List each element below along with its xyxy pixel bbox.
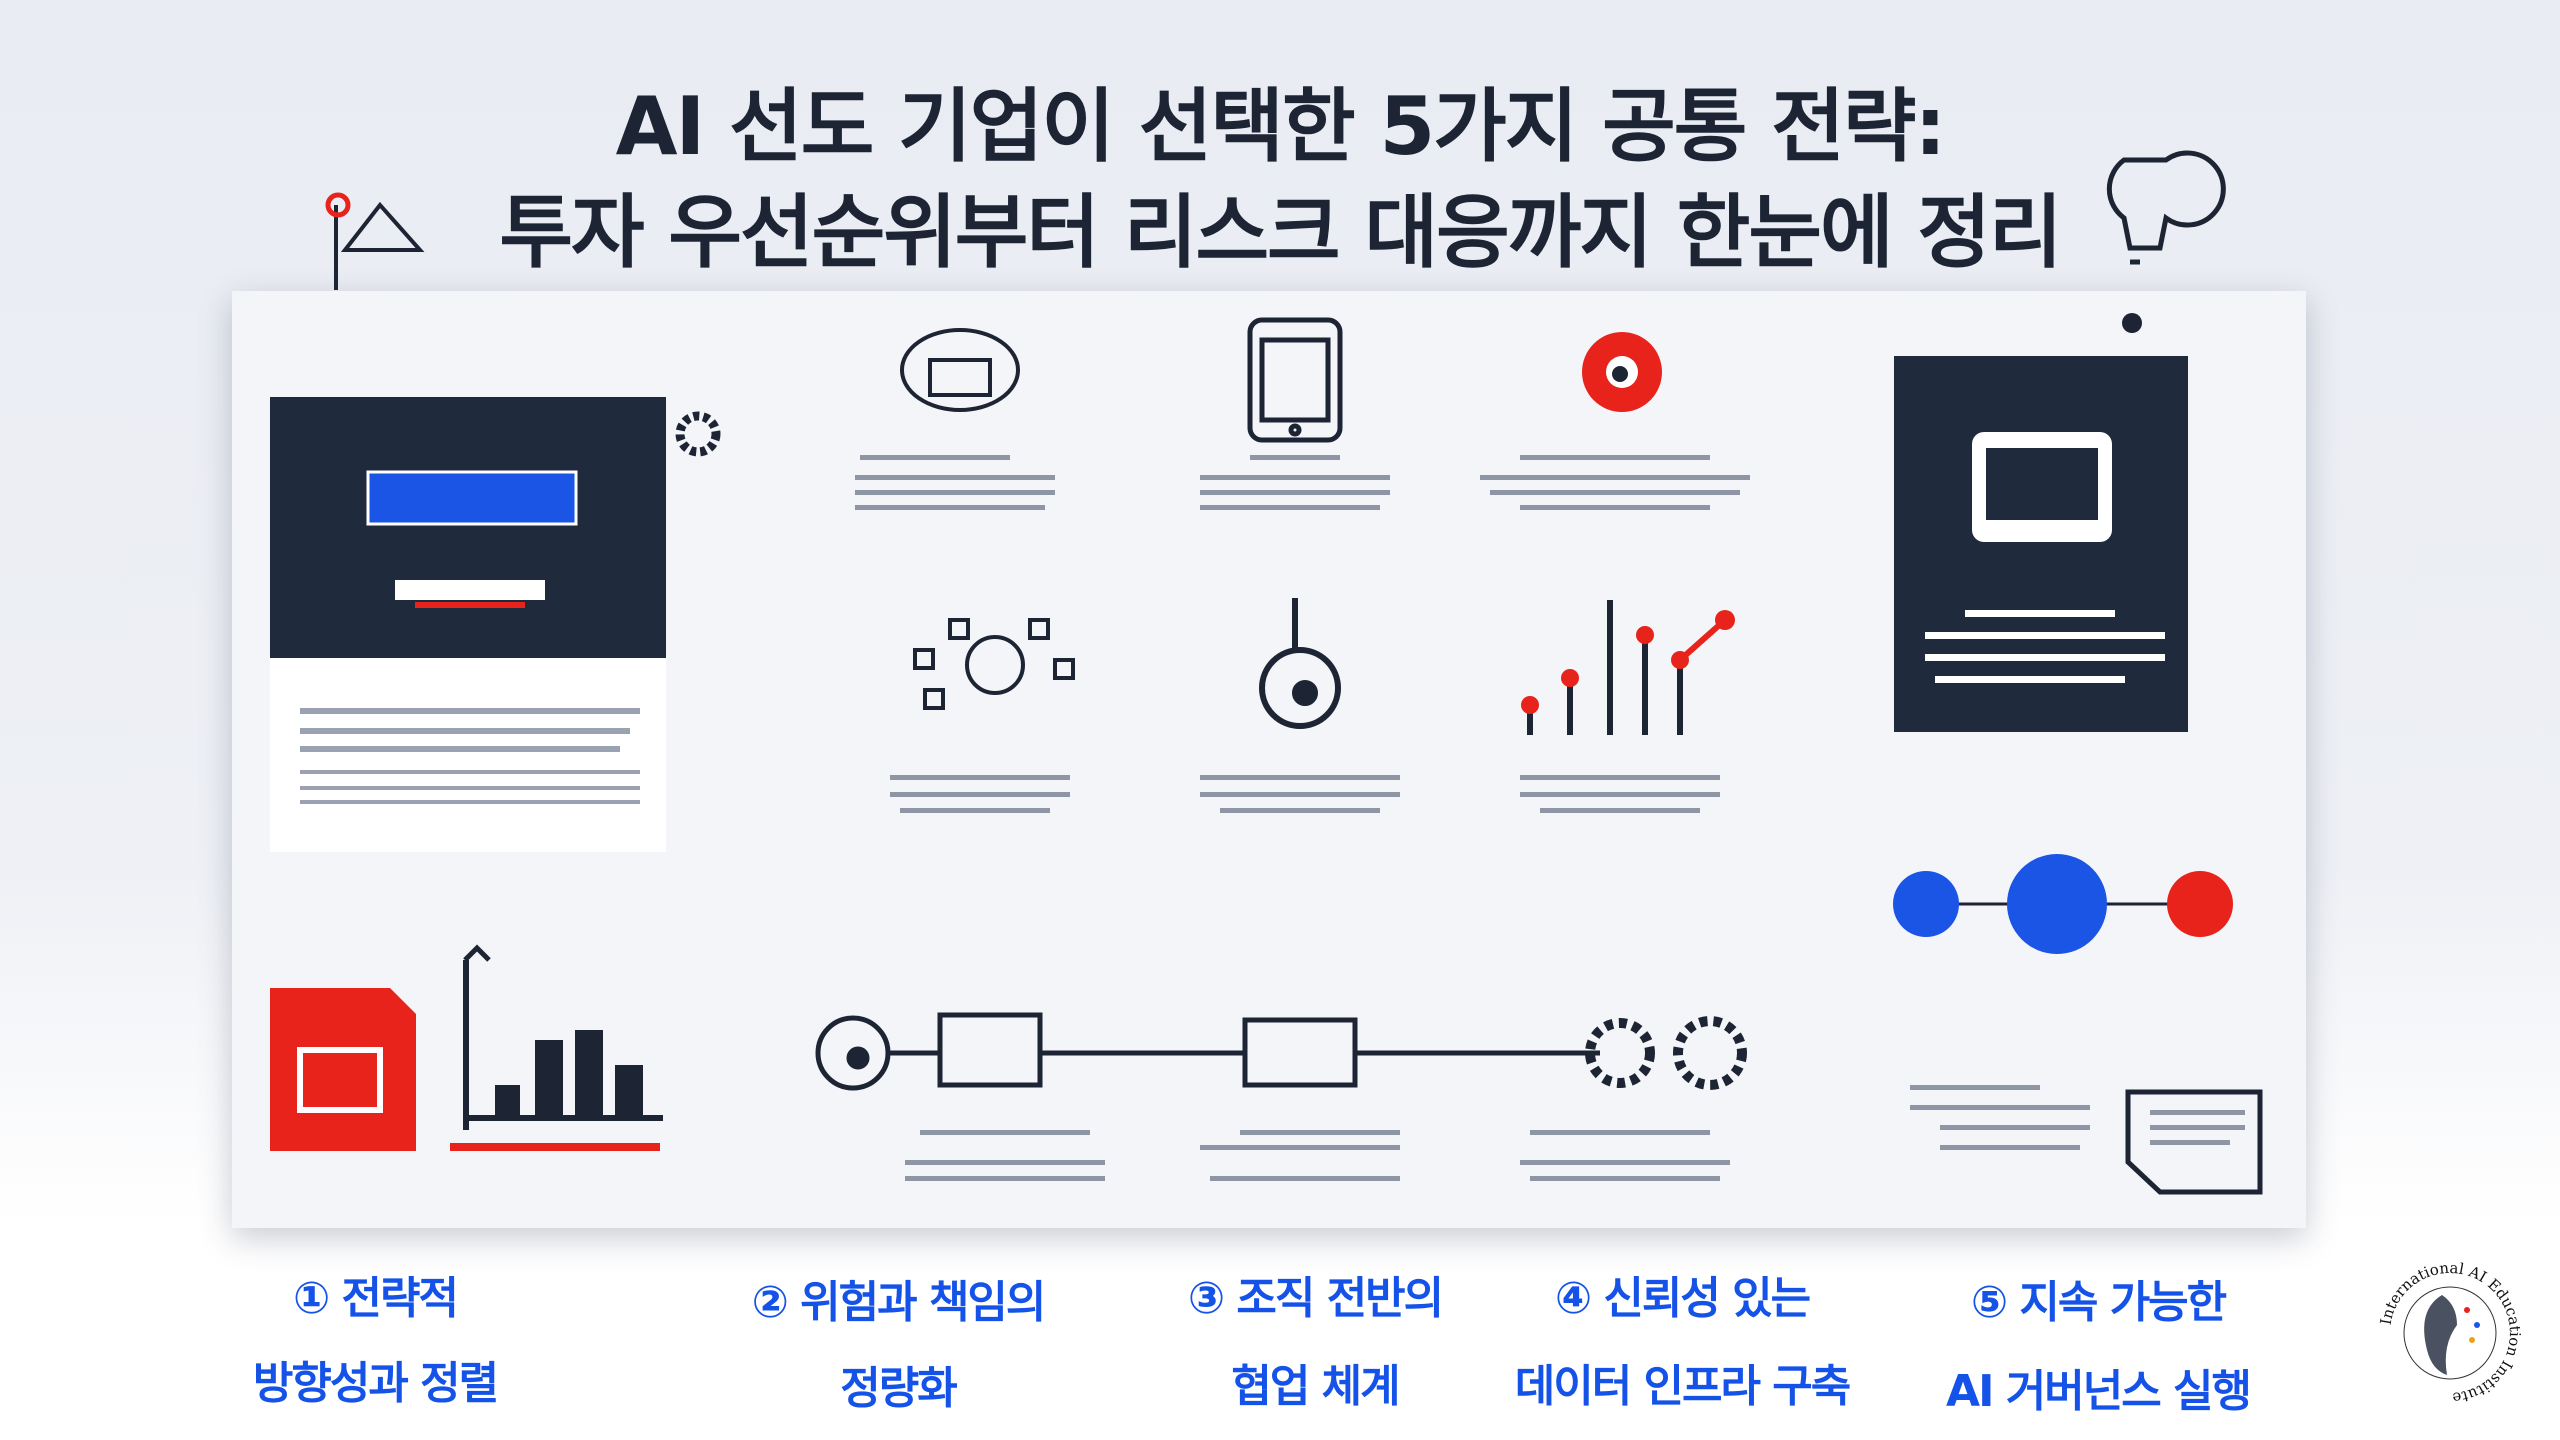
connected-circles: [1893, 854, 2233, 954]
placeholder-text: [855, 455, 2090, 1181]
strategy-4-line-2: 데이터 인프라 구축: [1514, 1361, 1851, 1412]
strategy-1-line-1: ① 전략적: [292, 1273, 459, 1324]
growth-chart-icon: [1521, 600, 1735, 735]
strategy-4-line-1: ④ 신뢰성 있는: [1554, 1273, 1811, 1324]
gears-icon: [1585, 1016, 1747, 1090]
strategy-2-line-2: 정량화: [840, 1363, 957, 1414]
strategy-1-line-2: 방향성과 정렬: [252, 1358, 499, 1409]
bar-chart-icon: [450, 944, 663, 1151]
strategy-3-line-1: ③ 조직 전반의: [1187, 1273, 1444, 1324]
strategy-5-line-1: ⑤ 지속 가능한: [1970, 1277, 2227, 1328]
lightbulb-icon: [2106, 150, 2226, 265]
strategy-2-line-1: ② 위험과 책임의: [751, 1277, 1047, 1328]
target-check-icon: [1582, 332, 1662, 412]
workflow-icon: [815, 1012, 1600, 1091]
strategy-3-line-2: 협업 체계: [1231, 1361, 1400, 1412]
flag-mountain-icon: [325, 192, 425, 290]
institute-logo: International AI Education Institute: [2377, 1259, 2524, 1407]
strategy-5-line-2: AI 거버넌스 실행: [1946, 1366, 2252, 1417]
clipboard-icon: [900, 328, 1020, 412]
title-line-1: AI 선도 기업이 선택한 5가지 공통 전략:: [615, 80, 1947, 173]
gear-icon: [675, 411, 721, 457]
presentation-card: [270, 397, 666, 852]
monitor-card: [1894, 313, 2188, 732]
network-icon: [913, 618, 1075, 710]
tablet-icon: [1247, 317, 1343, 443]
document-icon: [270, 988, 416, 1151]
title-line-2: 투자 우선순위부터 리스크 대응까지 한눈에 정리: [499, 186, 2062, 279]
pendulum-target-icon: [1259, 598, 1341, 729]
note-icon: [2125, 1089, 2263, 1195]
